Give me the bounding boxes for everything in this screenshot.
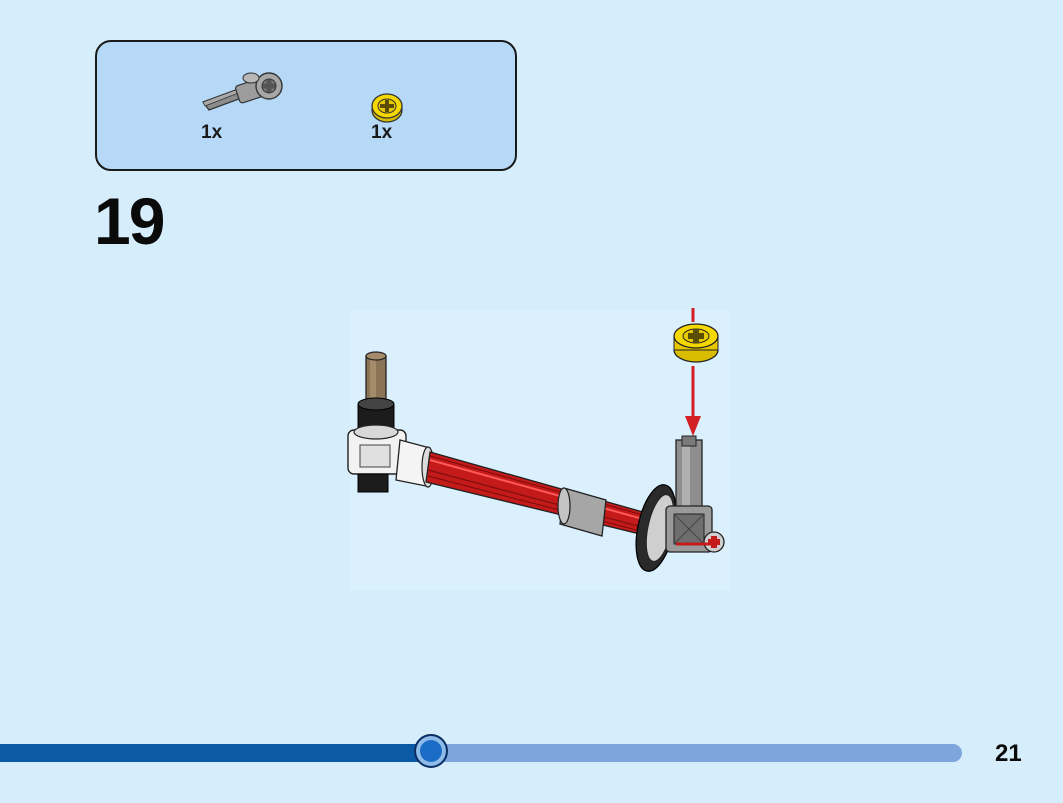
assembly-model-image (347, 308, 730, 590)
page-number: 21 (995, 740, 1022, 767)
step-number: 19 (94, 184, 165, 258)
parts-list-box: 1x 1x (95, 40, 517, 171)
progress-bar-knob[interactable] (414, 734, 448, 768)
assembly-illustration (330, 300, 750, 605)
part-quantity: 1x (371, 122, 393, 143)
part-item-axle-connector: 1x (197, 68, 297, 143)
progress-bar[interactable] (0, 734, 962, 768)
part-item-yellow-bush: 1x (367, 90, 407, 143)
yellow-bush-icon (371, 93, 403, 123)
part-quantity: 1x (201, 122, 223, 143)
progress-bar-fill (0, 744, 433, 762)
gray-axle-connector-icon (202, 72, 283, 111)
